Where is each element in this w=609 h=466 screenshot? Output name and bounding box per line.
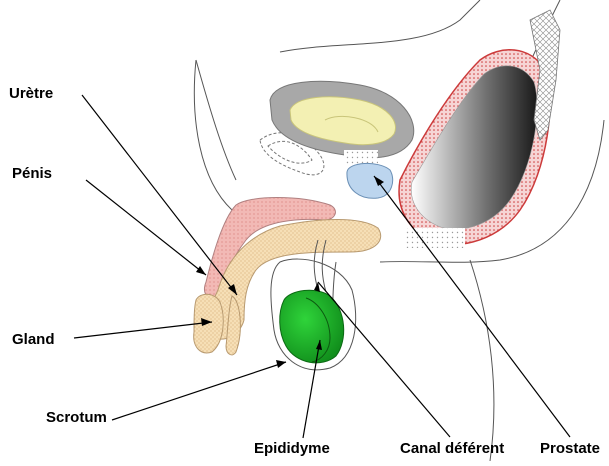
- label-penis: Pénis: [12, 166, 52, 181]
- scrotum-pointer: [112, 362, 286, 420]
- rectum: [399, 50, 550, 245]
- label-epididyme: Epididyme: [254, 441, 330, 456]
- bladder: [270, 81, 414, 157]
- gland-pointer: [74, 322, 212, 338]
- canal-deferent-pointer: [318, 282, 450, 437]
- penis-pointer: [86, 180, 206, 275]
- label-prostate: Prostate: [540, 441, 600, 456]
- perineum: [405, 228, 465, 248]
- label-uretre: Urètre: [9, 86, 53, 101]
- label-canal-deferent: Canal déférent: [400, 441, 504, 456]
- label-scrotum: Scrotum: [46, 410, 107, 425]
- prostate-shape: [347, 163, 393, 198]
- label-gland: Gland: [12, 332, 55, 347]
- seminal-vesicle: [344, 150, 378, 164]
